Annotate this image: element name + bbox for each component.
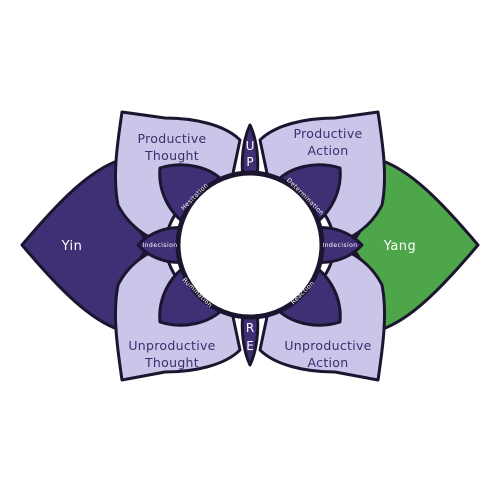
stem-bottom-letter-1: R	[246, 321, 254, 335]
productive-action-label-1: Productive	[293, 126, 362, 141]
stem-top-letter-1: U	[246, 139, 255, 153]
indecision-right-label: Indecision	[322, 242, 357, 249]
yin-label: Yin	[61, 239, 83, 254]
unproductive-action-label-1: Unproductive	[284, 338, 371, 353]
productive-action-label-2: Action	[308, 143, 349, 158]
center-circle	[175, 170, 325, 320]
productive-thought-label-2: Thought	[144, 148, 199, 163]
productive-thought-label-1: Productive	[137, 131, 206, 146]
unproductive-thought-label-2: Thought	[144, 355, 199, 370]
stem-bottom-letter-2: E	[246, 339, 254, 353]
unproductive-action-label-2: Action	[308, 355, 349, 370]
stem-top-letter-2: P	[246, 155, 253, 169]
indecision-left-label: Indecision	[142, 242, 177, 249]
unproductive-thought-label-1: Unproductive	[128, 338, 215, 353]
yang-label: Yang	[383, 239, 417, 254]
